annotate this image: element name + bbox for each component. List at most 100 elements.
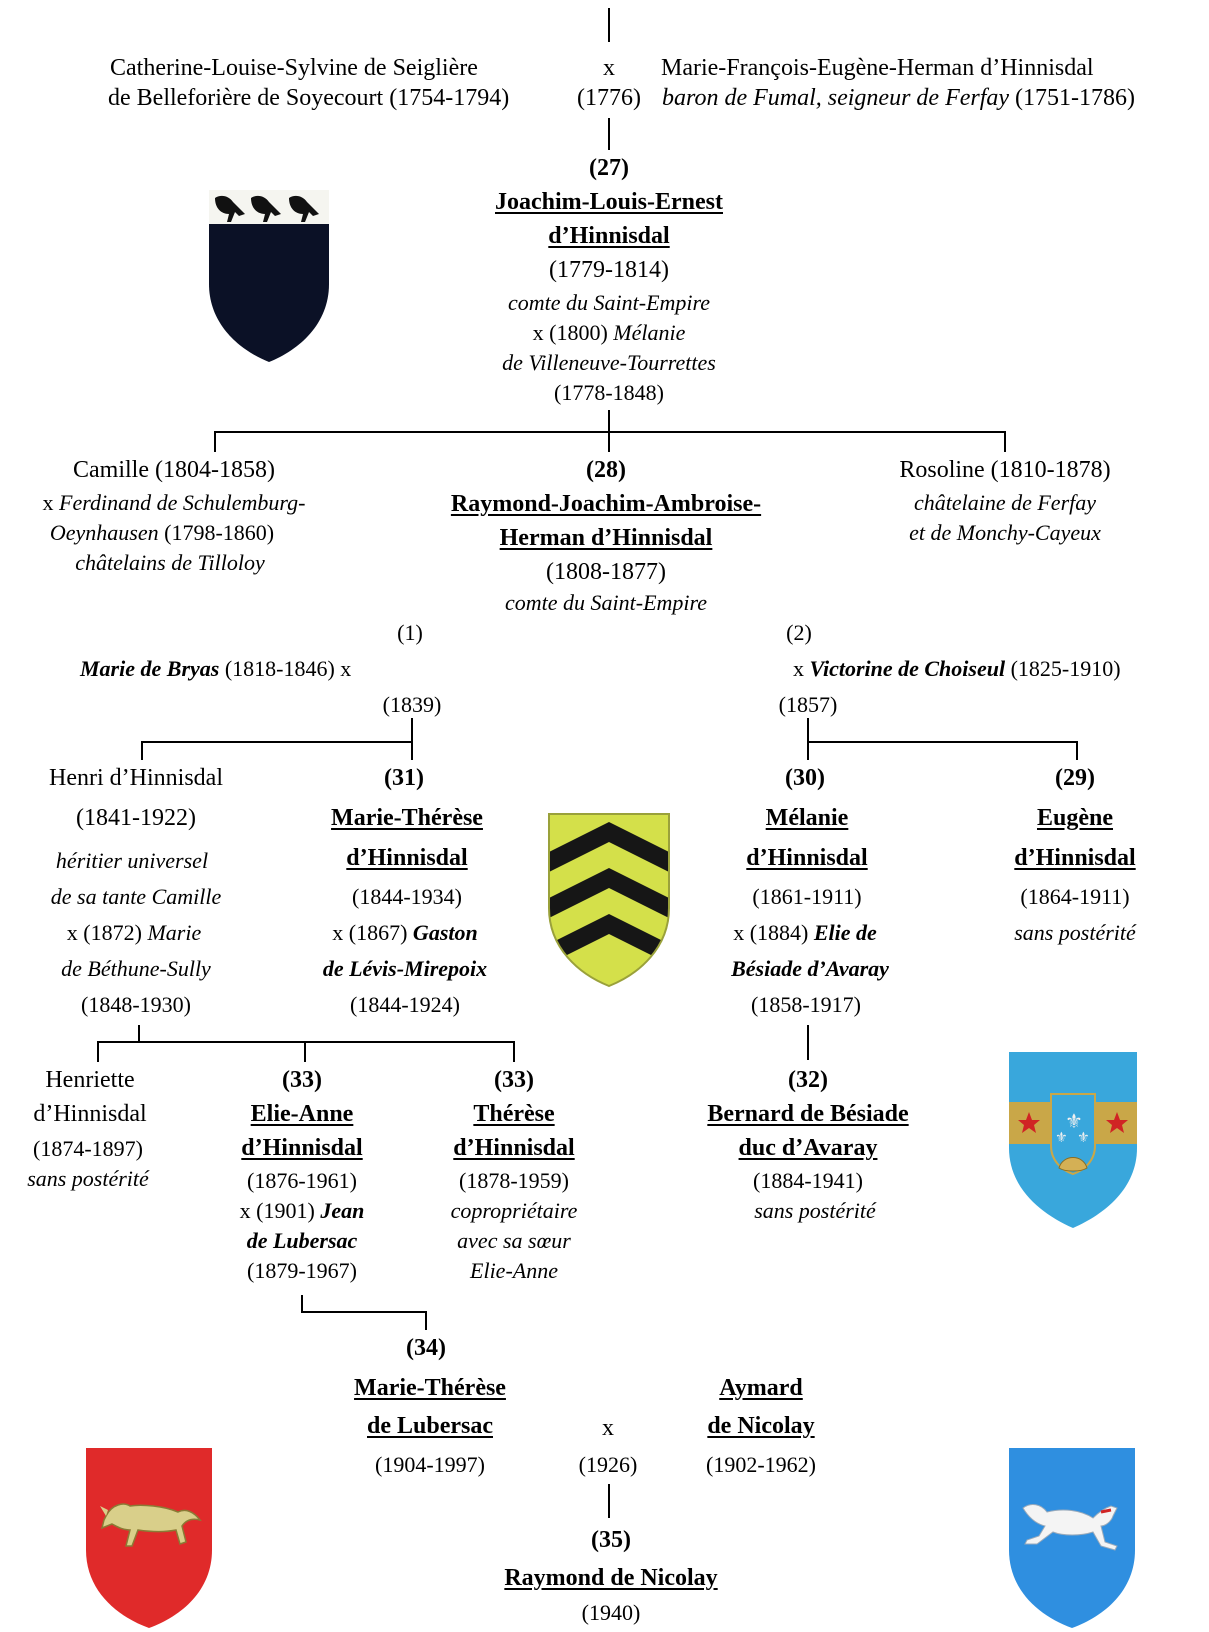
- p31-name-line1: Marie-Thérèse: [331, 805, 483, 831]
- marriage2-label: (2): [786, 620, 812, 645]
- p32-name-line2: duc d’Avaray: [738, 1135, 878, 1161]
- p34-dates: (1904-1997): [375, 1452, 485, 1477]
- p30-spouse-dates: (1858-1917): [751, 992, 861, 1017]
- p29-name-line1: Eugène: [1036, 805, 1114, 831]
- p28-name-line2: Herman d’Hinnisdal: [499, 525, 713, 551]
- p33a-dates: (1876-1961): [247, 1168, 357, 1193]
- svg-text:⚜: ⚜: [1077, 1130, 1090, 1146]
- p35-name: Raymond de Nicolay: [504, 1565, 718, 1591]
- p30-marriage: x (1884) Elie de: [733, 920, 877, 945]
- p32-note: sans postérité: [754, 1198, 876, 1223]
- connector-1839-children: [141, 741, 412, 760]
- connector-27-children: [214, 431, 1006, 452]
- fleur-de-lis-shield-icon: ⚜ ⚜ ⚜: [1009, 1052, 1137, 1228]
- aymard-name-line1: Aymard: [719, 1375, 803, 1401]
- camille-name: Camille (1804-1858): [73, 457, 275, 483]
- parent-hinnisdal-name: Marie-François-Eugène-Herman d’Hinnisdal: [661, 55, 1094, 81]
- henri-name: Henri d’Hinnisdal: [49, 765, 223, 791]
- p29-name-line2: d’Hinnisdal: [1014, 845, 1136, 871]
- p31-number: (31): [384, 765, 424, 791]
- p30-name-line1: Mélanie: [765, 805, 849, 831]
- p28-number: (28): [586, 457, 626, 483]
- p33b-number: (33): [494, 1067, 534, 1093]
- marriage1-year: (1839): [382, 692, 442, 717]
- p30-number: (30): [785, 765, 825, 791]
- p33b-dates: (1878-1959): [459, 1168, 569, 1193]
- p32-name-line1: Bernard de Bésiade: [707, 1101, 909, 1127]
- p33a-spouse-dates: (1879-1967): [247, 1258, 357, 1283]
- henriette-note: sans postérité: [27, 1166, 149, 1191]
- henri-line3: héritier universel: [55, 848, 209, 873]
- p30-dates: (1861-1911): [752, 884, 862, 909]
- p32-dates: (1884-1941): [753, 1168, 863, 1193]
- p27-number: (27): [589, 155, 629, 181]
- p33a-name-line2: d’Hinnisdal: [241, 1135, 363, 1161]
- svg-text:⚜: ⚜: [1065, 1109, 1083, 1133]
- p35-number: (35): [591, 1527, 631, 1553]
- p27-spouse-dates: (1778-1848): [554, 380, 664, 405]
- connector-1857-children: [808, 741, 1078, 760]
- p33a-number: (33): [282, 1067, 322, 1093]
- p31-spouse-dates: (1844-1924): [350, 992, 460, 1017]
- p33b-name-line1: Thérèse: [473, 1101, 555, 1127]
- p33a-spouse-line2: de Lubersac: [246, 1228, 358, 1253]
- henri-dates: (1841-1922): [76, 805, 196, 831]
- p33b-note2: avec sa sœur: [457, 1228, 571, 1253]
- p27-name-line1: Joachim-Louis-Ernest: [495, 189, 723, 215]
- p31-marriage: x (1867) Gaston: [332, 920, 478, 945]
- p28-name-line1: Raymond-Joachim-Ambroise-: [450, 491, 762, 517]
- marriage-x: x: [603, 55, 615, 81]
- rosoline-name: Rosoline (1810-1878): [899, 457, 1111, 483]
- p29-dates: (1864-1911): [1020, 884, 1130, 909]
- p33b-name-line2: d’Hinnisdal: [453, 1135, 575, 1161]
- p33b-note3: Elie-Anne: [470, 1258, 558, 1283]
- p32-number: (32): [788, 1067, 828, 1093]
- p35-dates: (1940): [581, 1600, 641, 1625]
- p27-dates: (1779-1814): [549, 257, 669, 283]
- camille-chatelains: châtelains de Tilloloy: [75, 550, 265, 575]
- chevrons-shield-icon: [548, 813, 670, 988]
- parent-seigliere-name: Catherine-Louise-Sylvine de Seiglière: [110, 55, 478, 81]
- p34-number: (34): [406, 1335, 446, 1361]
- henriette-name-line1: Henriette: [45, 1067, 135, 1093]
- p27-marriage: x (1800) Mélanie: [532, 320, 686, 345]
- p33a-name-line1: Elie-Anne: [250, 1101, 354, 1127]
- p33a-marriage: x (1901) Jean: [239, 1198, 365, 1223]
- p33b-note1: copropriétaire: [450, 1198, 578, 1223]
- aymard-dates: (1902-1962): [706, 1452, 816, 1477]
- henriette-dates: (1874-1897): [33, 1136, 143, 1161]
- marriage1-label: (1): [397, 620, 423, 645]
- parent-hinnisdal-line2: baron de Fumal, seigneur de Ferfay (1751…: [662, 85, 1136, 111]
- p29-number: (29): [1055, 765, 1095, 791]
- p30-spouse-line2: Bésiade d’Avaray: [731, 956, 889, 981]
- connector-elieanne-34: [301, 1295, 427, 1330]
- henri-line4: de sa tante Camille: [50, 884, 222, 909]
- camille-marriage: x Ferdinand de Schulemburg-: [42, 490, 306, 515]
- p31-name-line2: d’Hinnisdal: [346, 845, 468, 871]
- wolf-shield-icon: [86, 1448, 212, 1628]
- marriage1-spouse: Marie de Bryas (1818-1846) x: [80, 656, 352, 681]
- p29-note: sans postérité: [1014, 920, 1136, 945]
- p30-name-line2: d’Hinnisdal: [746, 845, 868, 871]
- p28-title: comte du Saint-Empire: [504, 590, 708, 615]
- ravens-shield-icon: [209, 190, 329, 362]
- marriage-year: (1776): [577, 85, 641, 111]
- p31-dates: (1844-1934): [352, 884, 462, 909]
- p27-spouse-line2: de Villeneuve-Tourrettes: [502, 350, 716, 375]
- marriage2-year: (1857): [778, 692, 838, 717]
- rosoline-line3: et de Monchy-Cayeux: [909, 520, 1101, 545]
- p31-spouse-line2: de Lévis-Mirepoix: [322, 956, 488, 981]
- svg-text:⚜: ⚜: [1055, 1130, 1068, 1146]
- p27-name-line2: d’Hinnisdal: [548, 223, 670, 249]
- henri-marriage: x (1872) Marie: [66, 920, 202, 945]
- p34-marriage-x: x: [602, 1415, 614, 1441]
- parent-seigliere-line2: de Belleforière de Soyecourt (1754-1794): [108, 85, 510, 111]
- p34-name-line2: de Lubersac: [367, 1413, 493, 1439]
- p34-name-line1: Marie-Thérèse: [354, 1375, 506, 1401]
- henri-spouse-line2: de Béthune-Sully: [61, 956, 211, 981]
- p28-dates: (1808-1877): [546, 559, 666, 585]
- p34-marriage-year: (1926): [578, 1452, 638, 1477]
- p27-title: comte du Saint-Empire: [507, 290, 711, 315]
- rosoline-line2: châtelaine de Ferfay: [913, 490, 1097, 515]
